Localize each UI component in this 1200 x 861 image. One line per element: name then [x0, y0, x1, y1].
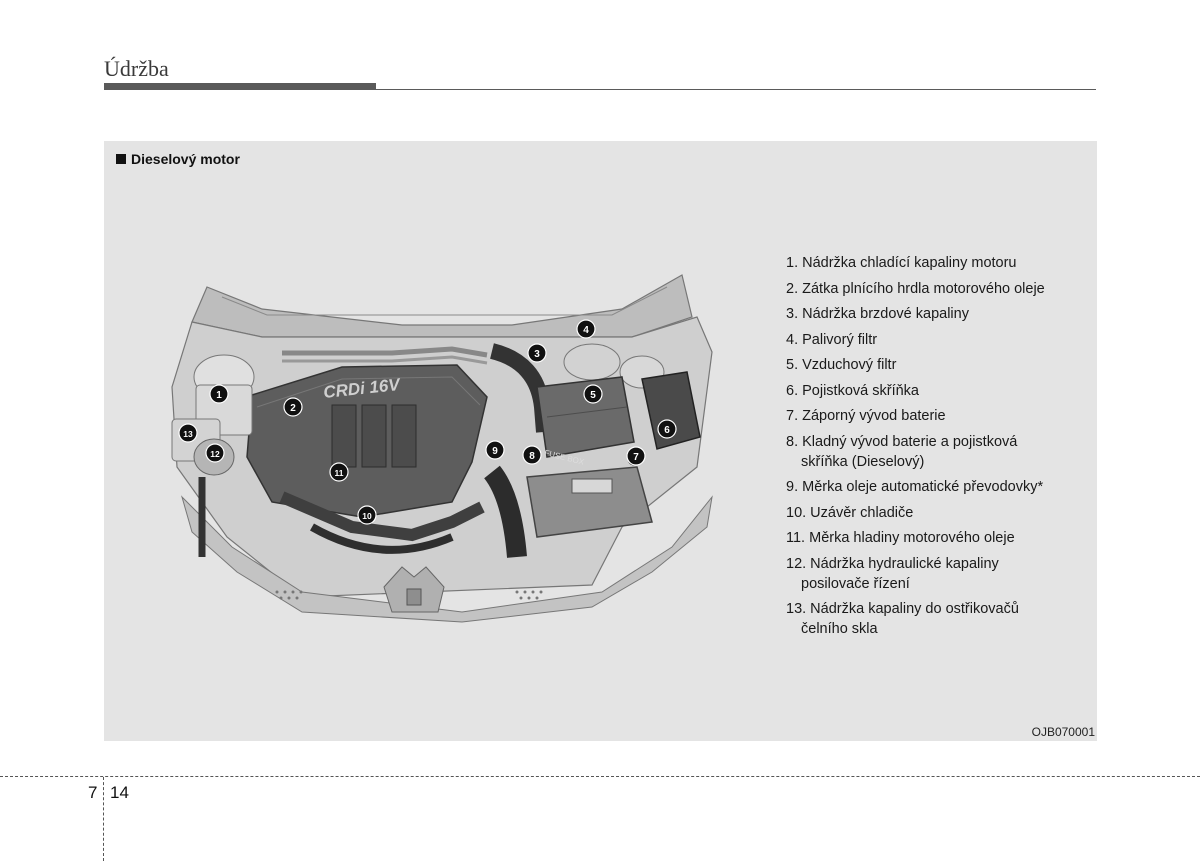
panel-heading: Dieselový motor — [116, 151, 240, 167]
legend-item: 7. Záporný vývod baterie — [786, 406, 1086, 426]
callout-4: 4 — [576, 319, 596, 339]
legend-item: 3. Nádržka brzdové kapaliny — [786, 304, 1086, 324]
section-title: Údržba — [104, 56, 169, 81]
legend-item-text: 5. Vzduchový filtr — [786, 357, 897, 373]
callout-label: 11 — [335, 468, 344, 478]
callout-label: 5 — [590, 390, 596, 401]
callout-label: 3 — [534, 349, 540, 360]
legend-item: 1. Nádržka chladící kapaliny motoru — [786, 253, 1086, 273]
figure-code: OJB070001 — [1031, 725, 1095, 739]
legend-item-text: 11. Měrka hladiny motorového oleje — [786, 530, 1015, 546]
chapter-number: 7 — [88, 783, 98, 802]
legend-item-text: 13. Nádržka kapaliny do ostřikovačů čeln… — [786, 601, 1019, 637]
page-number: 14 — [110, 783, 129, 802]
callout-3: 3 — [527, 343, 547, 363]
legend-item-text: 10. Uzávěr chladiče — [786, 504, 914, 521]
callout-8: 8 — [522, 445, 542, 465]
legend-item-text: 9. Měrka oleje automatické převodovky* — [786, 479, 1044, 495]
callout-6: 6 — [657, 419, 677, 439]
callout-label: 9 — [492, 446, 498, 457]
legend-item-text: 7. Záporný vývod baterie — [786, 408, 946, 424]
callout-11: 11 — [329, 462, 349, 482]
header-rule-thick — [104, 83, 376, 90]
square-icon — [116, 154, 126, 164]
callout-label: 6 — [664, 425, 670, 436]
callout-label: 8 — [529, 451, 535, 462]
legend-item-text: 4. Palivorý filtr — [786, 331, 878, 348]
legend-item-text: 12. Nádržka hydraulické kapaliny posilov… — [786, 555, 999, 592]
legend-item-text: 2. Zátka plnícího hrdla motorového oleje — [786, 280, 1045, 297]
footer-divider — [0, 776, 1200, 777]
callout-label: 1 — [216, 390, 222, 401]
engine-bay-illustration: CRDi 16V FUSE BOX 1 2 3 4 — [171, 274, 713, 623]
callout-13: 13 — [178, 423, 198, 443]
legend-item: 13. Nádržka kapaliny do ostřikovačů čeln… — [786, 599, 1086, 639]
legend-item: 9. Měrka oleje automatické převodovky* — [786, 477, 1086, 497]
callout-label: 10 — [362, 511, 372, 521]
legend-item: 4. Palivorý filtr — [786, 330, 1086, 350]
callout-label: 7 — [633, 452, 639, 463]
callout-5: 5 — [583, 384, 603, 404]
legend-item: 11. Měrka hladiny motorového oleje — [786, 528, 1086, 548]
callout-10: 10 — [357, 505, 377, 525]
callout-2: 2 — [283, 397, 303, 417]
callout-label: 4 — [583, 325, 589, 336]
panel-heading-text: Dieselový motor — [131, 151, 240, 167]
legend-item-text: 6. Pojistková skříňka — [786, 382, 919, 399]
callout-label: 13 — [183, 429, 193, 439]
legend-item: 2. Zátka plnícího hrdla motorového oleje — [786, 279, 1086, 299]
callout-12: 12 — [205, 443, 225, 463]
figure-panel: Dieselový motor CRDi 16V — [104, 141, 1097, 741]
legend-item: 5. Vzduchový filtr — [786, 355, 1086, 375]
header-rule-thin — [376, 89, 1096, 90]
callout-7: 7 — [626, 446, 646, 466]
legend-item-text: 3. Nádržka brzdové kapaliny — [786, 306, 969, 322]
callout-1: 1 — [209, 384, 229, 404]
legend-item: 10. Uzávěr chladiče — [786, 503, 1086, 523]
callout-label: 2 — [290, 403, 296, 414]
component-legend: 1. Nádržka chladící kapaliny motoru 2. Z… — [786, 253, 1086, 645]
legend-item-text: 8. Kladný vývod baterie a pojistková skř… — [786, 433, 1018, 470]
legend-item: 8. Kladný vývod baterie a pojistková skř… — [786, 432, 1086, 472]
legend-item-text: 1. Nádržka chladící kapaliny motoru — [786, 255, 1017, 271]
footer-vertical-divider — [103, 777, 104, 861]
legend-item: 6. Pojistková skříňka — [786, 381, 1086, 401]
legend-item: 12. Nádržka hydraulické kapaliny posilov… — [786, 554, 1086, 594]
callout-label: 12 — [210, 449, 220, 459]
callout-9: 9 — [485, 440, 505, 460]
